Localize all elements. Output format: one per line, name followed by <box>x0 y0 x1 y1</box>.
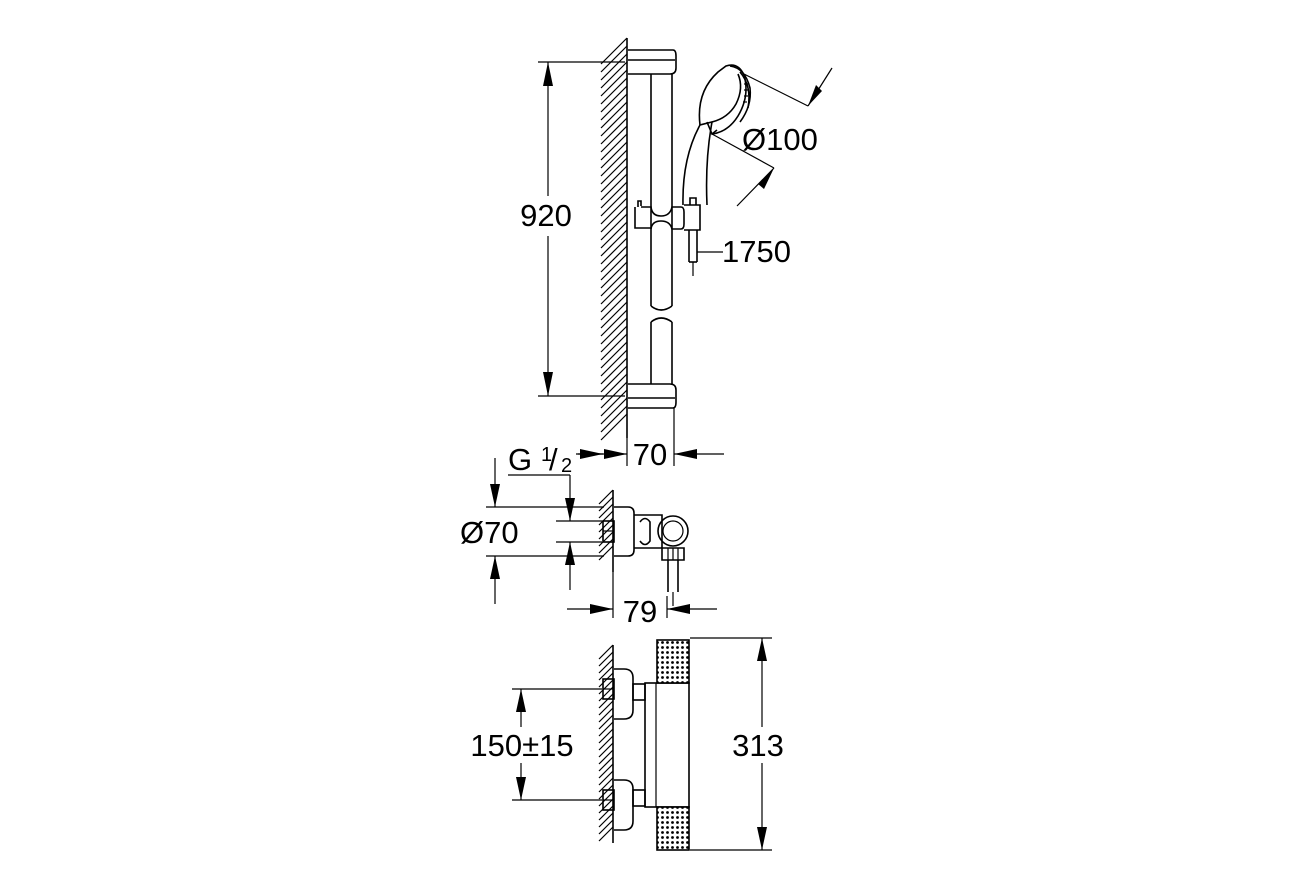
label-rosette-diameter: Ø70 <box>460 515 519 550</box>
label-rail-height: 920 <box>520 198 572 233</box>
label-wall-offset-rail: 70 <box>633 437 667 472</box>
label-head-diameter: Ø100 <box>742 122 818 157</box>
dim-body-height <box>690 637 798 851</box>
dim-rail-height <box>510 61 625 397</box>
temperature-handle <box>656 639 690 684</box>
mixer-front-view: 150±15 313 <box>466 637 798 851</box>
mixer-side-view: G 1 / 2 Ø70 79 <box>460 442 717 629</box>
dim-rosette-diameter <box>486 458 604 604</box>
upper-wall-bracket <box>628 49 677 75</box>
dim-wall-offset-rail <box>578 408 724 466</box>
label-outlet-depth: 79 <box>623 594 657 629</box>
wall-hatching-bottom <box>598 644 614 842</box>
label-inlet-spacing: 150±15 <box>470 728 573 763</box>
label-body-height: 313 <box>732 728 784 763</box>
handset-clamp <box>684 204 701 231</box>
lower-inlet <box>602 779 646 831</box>
knob-side <box>657 515 689 547</box>
wall-hatching-middle <box>598 489 614 561</box>
shower-rail-view: 920 Ø100 1750 70 <box>510 37 833 472</box>
wall-hatching-top <box>600 37 628 441</box>
label-hose-length: 1750 <box>722 234 791 269</box>
label-thread: G <box>508 442 532 477</box>
upper-inlet <box>602 668 646 720</box>
outlet-fitting <box>661 547 685 561</box>
body-side <box>634 514 663 549</box>
slider-knob <box>634 200 651 229</box>
label-thread-denominator: 2 <box>561 455 572 477</box>
lower-wall-bracket <box>628 383 677 409</box>
dim-head-diameter <box>711 67 833 207</box>
hand-shower-icon <box>682 64 752 206</box>
label-thread-slash: / <box>549 442 558 477</box>
rosette-side <box>614 506 635 557</box>
hose-stub <box>688 230 723 276</box>
slider-holder <box>641 206 685 230</box>
mixer-body <box>644 682 690 808</box>
flow-handle <box>656 806 690 851</box>
dim-inlet-spacing <box>466 688 602 801</box>
label-thread-numerator: 1 <box>541 444 552 466</box>
dim-outlet-depth <box>567 572 717 618</box>
